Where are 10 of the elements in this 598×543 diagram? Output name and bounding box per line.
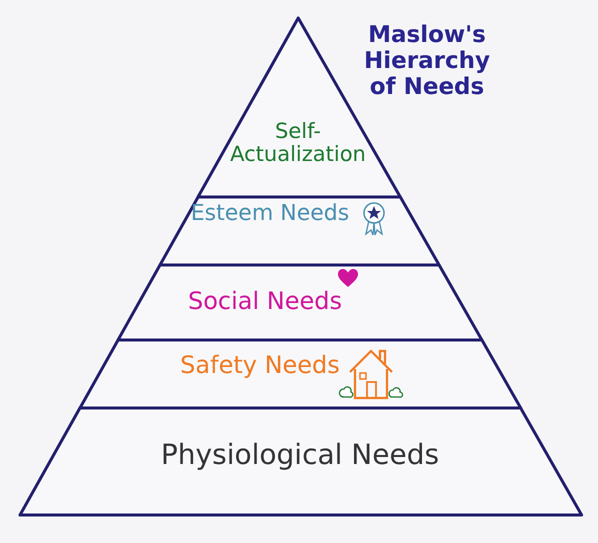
pyramid-tier: [160, 197, 439, 265]
pyramid-tier: [80, 340, 520, 408]
tier-label: Social Needs: [186, 288, 343, 314]
tier-label: Self-Actualization: [229, 120, 367, 166]
title: Maslow's Hierarchy of Needs: [363, 22, 491, 100]
tier-label: Esteem Needs: [190, 202, 350, 226]
pyramid-tier: [118, 265, 482, 340]
tier-label: Safety Needs: [179, 352, 341, 378]
tier-label: Physiological Needs: [160, 440, 440, 471]
pyramid-tier: [20, 408, 582, 515]
